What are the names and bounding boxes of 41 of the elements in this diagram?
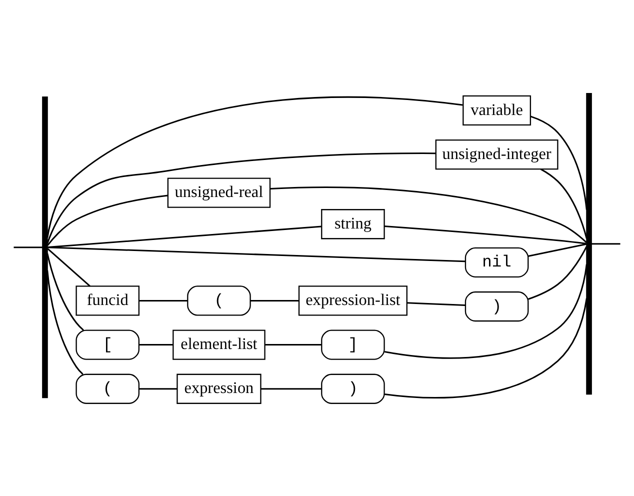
node-bar [42, 96, 48, 398]
node-box: ] [321, 329, 385, 360]
connector [528, 246, 588, 300]
connector [250, 299, 299, 301]
node-box: unsigned-real [167, 177, 271, 208]
connector [384, 298, 588, 398]
connector [139, 299, 188, 301]
connector [139, 388, 177, 390]
connector [261, 388, 322, 390]
node-box: unsigned-integer [435, 138, 558, 170]
connector [46, 252, 84, 330]
node-box: expression [176, 373, 262, 404]
connector [46, 96, 463, 238]
connector [46, 194, 168, 246]
node-bar [586, 92, 592, 394]
connector [528, 242, 587, 256]
connector [384, 264, 588, 358]
connector [384, 224, 586, 244]
connector [591, 242, 620, 244]
node-box: nil [464, 246, 529, 277]
node-box: ( [76, 373, 140, 404]
node-box: variable [462, 94, 532, 126]
node-box: funcid [76, 285, 140, 316]
node-box: ) [464, 290, 529, 322]
connector [46, 152, 436, 244]
connector [530, 115, 588, 210]
connector [47, 246, 466, 262]
connector [46, 270, 84, 374]
connector [540, 168, 588, 238]
connector [14, 246, 43, 248]
connector [47, 248, 90, 286]
connector [139, 344, 173, 346]
connector [270, 186, 587, 242]
connector [265, 344, 322, 346]
node-box: ( [187, 285, 251, 316]
node-box: ) [321, 373, 385, 404]
connector [407, 302, 466, 306]
node-box: element-list [172, 329, 266, 360]
node-box: expression-list [298, 285, 408, 316]
node-box: [ [76, 329, 140, 360]
node-box: string [321, 208, 385, 239]
